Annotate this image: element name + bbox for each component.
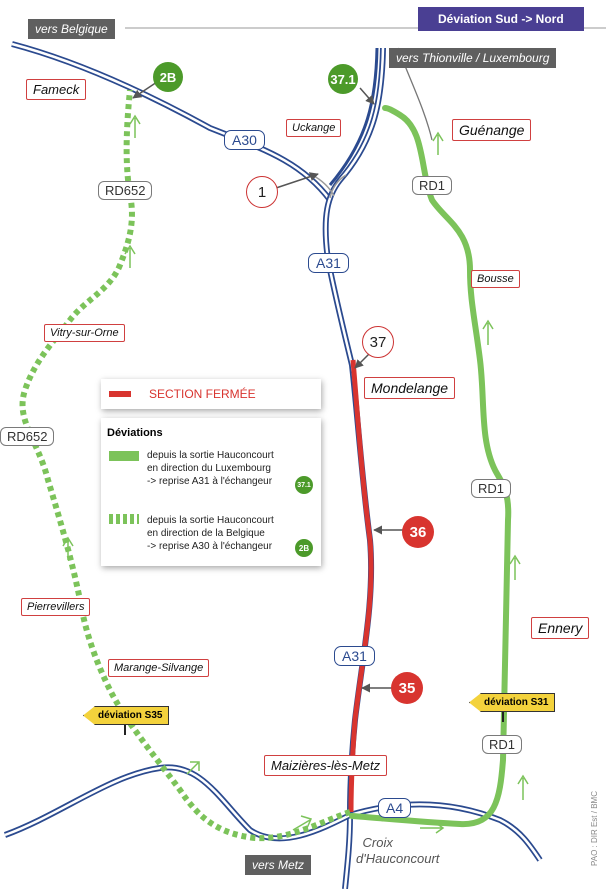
deviations-title: Déviations bbox=[107, 427, 163, 439]
place-pierrevillers: Pierrevillers bbox=[21, 598, 91, 616]
motorway-tag-a4: A4 bbox=[378, 798, 412, 818]
road-rd1-upper: RD1 bbox=[412, 176, 453, 195]
exit-35: 35 bbox=[391, 672, 423, 704]
croix-line1: Croix bbox=[362, 835, 393, 850]
deviation-title-badge: Déviation Sud -> Nord bbox=[418, 7, 584, 31]
direction-belgique-label: vers Belgique bbox=[28, 19, 115, 39]
dashed-line2: en direction de la Belgique bbox=[147, 528, 265, 539]
place-croix-hauconcourt: Croix d'Hauconcourt bbox=[356, 835, 439, 867]
direction-arrows bbox=[62, 114, 529, 834]
exit-36: 36 bbox=[402, 516, 434, 548]
direction-thionville-label: vers Thionville / Luxembourg bbox=[389, 48, 557, 68]
place-ennery: Ennery bbox=[531, 617, 590, 639]
exit-1: 1 bbox=[246, 176, 278, 208]
legend-closed-section: SECTION FERMÉE bbox=[101, 379, 321, 409]
direction-metz-label: vers Metz bbox=[245, 855, 312, 875]
sign-deviation-s35: déviation S35 bbox=[83, 706, 170, 725]
closed-section-label: SECTION FERMÉE bbox=[149, 387, 256, 401]
solid-detour-text: depuis la sortie Hauconcourt en directio… bbox=[147, 449, 274, 488]
legend-exit-37-1: 37.1 bbox=[295, 476, 313, 494]
detour-route-belgique bbox=[19, 89, 351, 842]
road-rd652-upper: RD652 bbox=[98, 181, 153, 200]
place-fameck: Fameck bbox=[26, 79, 87, 100]
closed-swatch bbox=[109, 391, 131, 397]
place-marange: Marange-Silvange bbox=[108, 659, 210, 677]
motorway-a4 bbox=[3, 764, 543, 862]
dashed-detour-swatch bbox=[109, 514, 139, 524]
solid-line2: en direction du Luxembourg bbox=[147, 463, 271, 474]
legend-deviations: Déviations depuis la sortie Hauconcourt … bbox=[101, 418, 321, 566]
road-rd1-lower: RD1 bbox=[482, 735, 523, 754]
solid-line1: depuis la sortie Hauconcourt bbox=[147, 450, 274, 461]
exit-37-1: 37.1 bbox=[328, 64, 358, 94]
croix-line2: d'Hauconcourt bbox=[356, 851, 440, 866]
sign-deviation-s31: déviation S31 bbox=[469, 693, 556, 712]
place-bousse: Bousse bbox=[471, 270, 520, 288]
dashed-line3: -> reprise A30 à l'échangeur bbox=[147, 541, 273, 552]
dashed-line1: depuis la sortie Hauconcourt bbox=[147, 515, 274, 526]
road-rd1-middle: RD1 bbox=[471, 479, 512, 498]
exit-2b: 2B bbox=[153, 62, 183, 92]
place-mondelange: Mondelange bbox=[364, 377, 456, 399]
solid-line3: -> reprise A31 à l'échangeur bbox=[147, 476, 273, 487]
place-maizieres: Maizières-lès-Metz bbox=[264, 755, 388, 776]
motorway-tag-a30: A30 bbox=[224, 130, 265, 150]
motorway-tag-a31-upper: A31 bbox=[308, 253, 349, 273]
exit-37: 37 bbox=[362, 326, 394, 358]
detour-route-luxembourg bbox=[349, 105, 512, 828]
solid-detour-swatch bbox=[109, 451, 139, 461]
pointer-arrows bbox=[132, 79, 404, 693]
credit-text: PAO : DIR Est / BMC bbox=[590, 791, 599, 866]
legend-exit-2b: 2B bbox=[295, 539, 313, 557]
motorway-a30 bbox=[11, 41, 333, 202]
dashed-detour-text: depuis la sortie Hauconcourt en directio… bbox=[147, 514, 274, 553]
place-vitry: Vitry-sur-Orne bbox=[44, 324, 125, 342]
motorway-tag-a31-lower: A31 bbox=[334, 646, 375, 666]
place-guenange: Guénange bbox=[452, 119, 532, 141]
road-rd652-lower: RD652 bbox=[0, 427, 55, 446]
place-uckange: Uckange bbox=[286, 119, 342, 137]
motorway-a31-north bbox=[322, 47, 386, 366]
